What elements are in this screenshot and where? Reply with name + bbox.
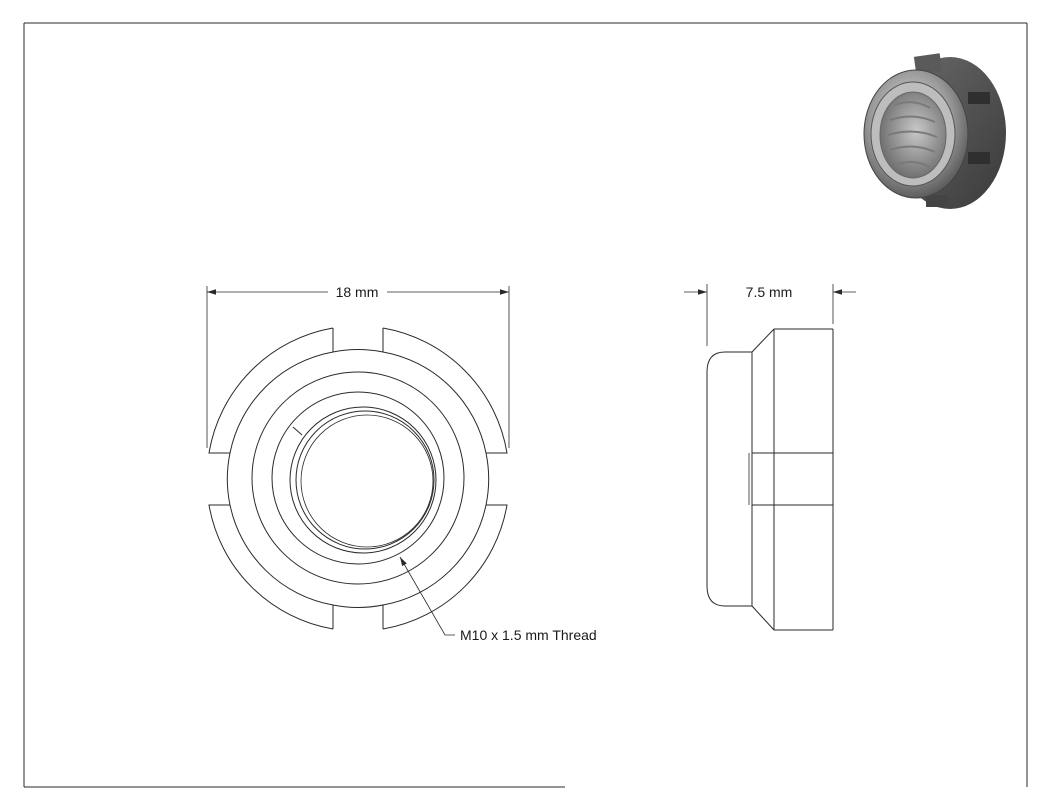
outer-rim-arc-top-right (382, 327, 508, 454)
dimension-diameter: 18 mm (336, 284, 379, 300)
dimension-thickness: 7.5 mm (746, 284, 793, 300)
thread-major-circle (289, 406, 437, 554)
outer-rim-arc-bottom-left (208, 504, 334, 630)
chamfer-circle (271, 391, 445, 565)
thread-leader (399, 556, 455, 636)
outer-rim-arc-top-left (208, 327, 334, 454)
thread-minor-circle (300, 414, 434, 548)
thread-callout: M10 x 1.5 mm Thread (460, 627, 597, 643)
shoulder-circle (251, 371, 465, 585)
outer-rim-arc-bottom-right (382, 504, 508, 630)
isometric-render (863, 53, 1006, 209)
side-view: 7.5 mm (684, 284, 856, 631)
bore-circle (295, 410, 435, 550)
sheet-border (23, 22, 1028, 788)
front-view: 18 mm M10 x 1.5 mm Thread (206, 284, 597, 643)
